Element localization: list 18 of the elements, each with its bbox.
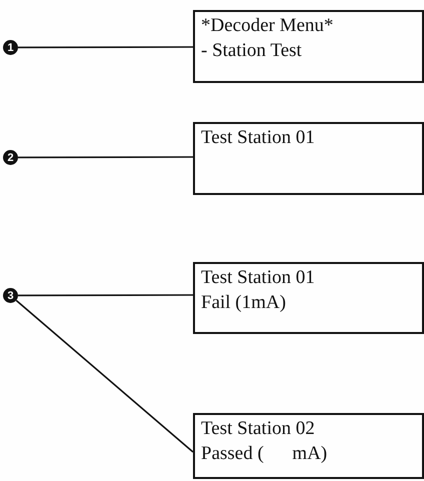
display-screen <box>193 413 424 479</box>
leader-line <box>18 294 193 296</box>
display-screen <box>193 122 424 195</box>
display-text: Test Station 01 <box>201 266 316 290</box>
leader-line <box>18 156 193 158</box>
callout-number: 1 <box>3 40 18 55</box>
display-text: Test Station 02 <box>201 417 316 441</box>
display-screen <box>193 10 424 83</box>
display-text: Fail (1mA) <box>201 291 287 315</box>
callout-number: 2 <box>3 150 18 165</box>
display-text: *Decoder Menu* <box>201 14 334 38</box>
display-text: Test Station 01 <box>201 126 316 150</box>
display-text: - Station Test <box>201 39 303 63</box>
callout-number: 3 <box>3 288 18 303</box>
display-screen <box>193 262 424 334</box>
leader-line <box>16 300 194 453</box>
display-text: Passed ( mA) <box>201 442 328 466</box>
leader-line <box>18 46 193 48</box>
